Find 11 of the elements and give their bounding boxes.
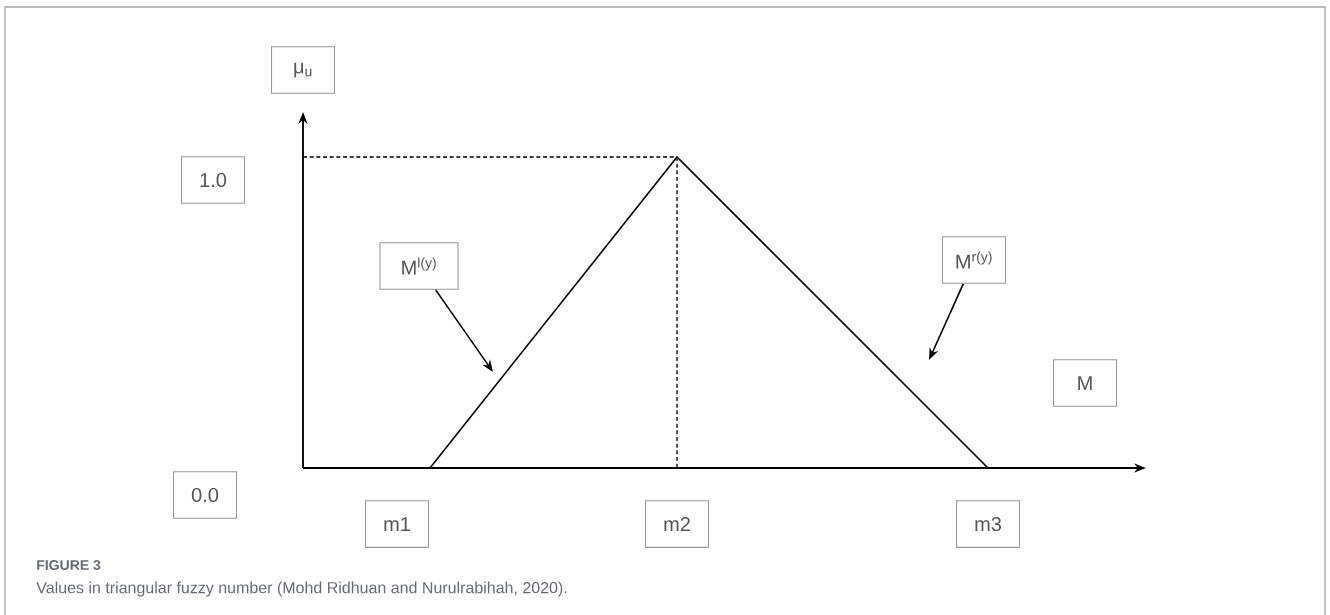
label-box: m1 <box>364 500 430 548</box>
label-box: M <box>1052 359 1118 407</box>
label-box: M$^{r(y)}$ <box>941 236 1007 284</box>
label-box: 0.0 <box>172 471 238 519</box>
label-box: M$^{l(y)}$ <box>379 242 459 290</box>
caption: Values in triangular fuzzy number (Mohd Ridhuan and Nurulrabihah, 2020). <box>36 581 567 597</box>
label-box: 1.0 <box>180 156 246 204</box>
figure-number: FIGURE 3 <box>37 560 101 570</box>
label-box: μ$_{u}$ <box>270 46 336 94</box>
label-box: m3 <box>955 500 1021 548</box>
label-box: m2 <box>644 500 710 548</box>
